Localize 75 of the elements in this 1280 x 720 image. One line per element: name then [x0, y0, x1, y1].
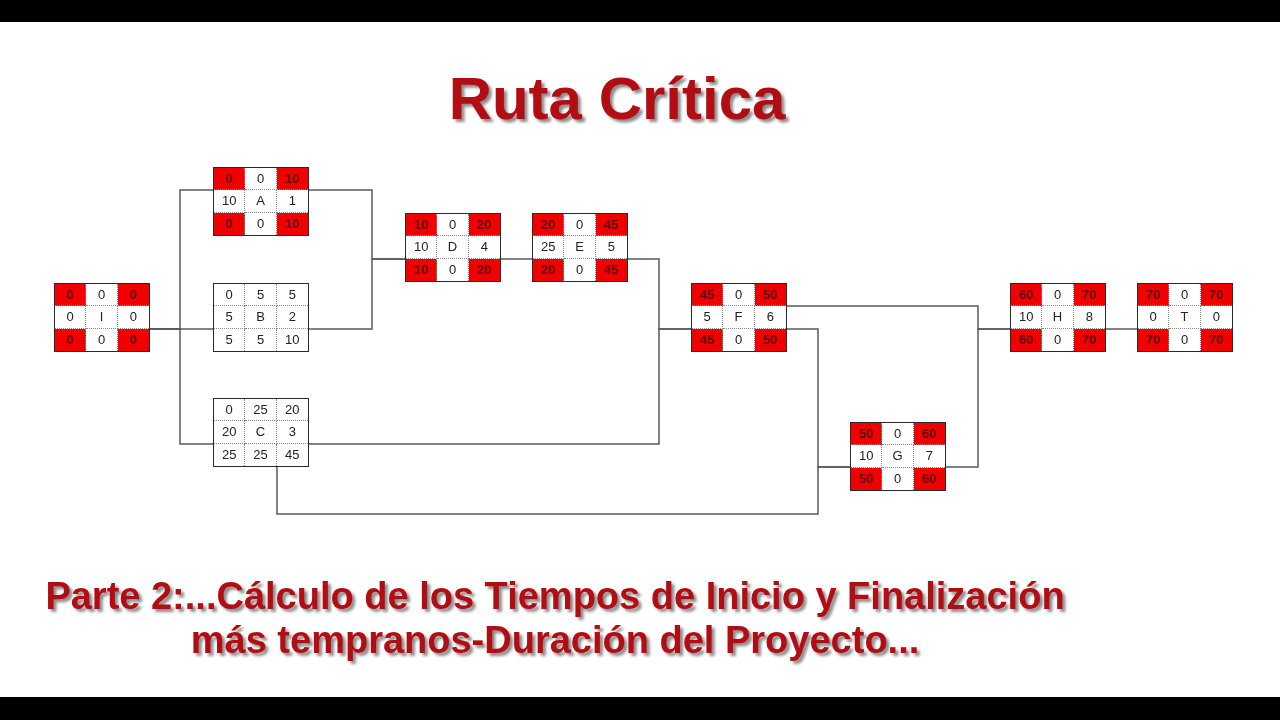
- connector-line: [149, 328, 214, 445]
- critical-time-cell: 70: [1138, 328, 1170, 351]
- critical-time-cell: 60: [913, 423, 945, 446]
- critical-time-cell: 20: [468, 214, 500, 237]
- connector-line: [500, 258, 533, 260]
- activity-box: [1137, 283, 1233, 352]
- connector-line: [1105, 328, 1138, 330]
- critical-time-cell: 0: [55, 284, 87, 307]
- time-cell: H: [1042, 306, 1074, 329]
- time-cell: 0: [564, 214, 596, 237]
- time-cell: 0: [1042, 284, 1074, 307]
- critical-time-cell: 20: [533, 214, 565, 237]
- activity-box: [213, 167, 309, 236]
- critical-time-cell: 0: [55, 328, 87, 351]
- time-cell: 0: [437, 214, 469, 237]
- time-cell: 10: [851, 445, 883, 468]
- time-cell: B: [245, 306, 277, 329]
- title-heading: Ruta Crítica: [447, 69, 787, 129]
- time-cell: F: [723, 306, 755, 329]
- time-cell: 5: [214, 306, 246, 329]
- time-cell: 0: [723, 284, 755, 307]
- time-cell: 0: [1138, 306, 1170, 329]
- time-cell: 5: [245, 284, 277, 307]
- critical-time-cell: 45: [595, 214, 627, 237]
- time-cell: G: [882, 445, 914, 468]
- time-cell: 0: [245, 168, 277, 191]
- activity-box: [850, 422, 946, 491]
- time-cell: 0: [882, 423, 914, 446]
- time-cell: 0: [214, 284, 246, 307]
- critical-time-cell: 45: [692, 328, 724, 351]
- time-cell: 20: [214, 421, 246, 444]
- critical-time-cell: 50: [851, 423, 883, 446]
- critical-time-cell: 45: [692, 284, 724, 307]
- time-cell: 0: [55, 306, 87, 329]
- time-cell: 0: [1169, 284, 1201, 307]
- activity-box: [54, 283, 150, 352]
- critical-time-cell: 60: [1011, 284, 1043, 307]
- critical-time-cell: 60: [1011, 328, 1043, 351]
- connector-line: [945, 328, 1011, 468]
- time-cell: 25: [245, 399, 277, 422]
- time-cell: 10: [406, 236, 438, 259]
- critical-time-cell: 0: [214, 212, 246, 235]
- critical-time-cell: 70: [1073, 284, 1105, 307]
- critical-time-cell: 70: [1200, 284, 1232, 307]
- time-cell: 10: [1011, 306, 1043, 329]
- activity-box: [405, 213, 501, 282]
- critical-time-cell: 70: [1138, 284, 1170, 307]
- time-cell: 0: [86, 284, 118, 307]
- critical-time-cell: 10: [406, 258, 438, 281]
- time-cell: D: [437, 236, 469, 259]
- activity-box: [213, 398, 309, 467]
- critical-time-cell: 0: [214, 168, 246, 191]
- time-cell: E: [564, 236, 596, 259]
- time-cell: T: [1169, 306, 1201, 329]
- critical-time-cell: 10: [276, 168, 308, 191]
- critical-time-cell: 0: [117, 284, 149, 307]
- critical-time-cell: 50: [851, 467, 883, 490]
- activity-box: [691, 283, 787, 352]
- time-cell: 25: [533, 236, 565, 259]
- time-cell: C: [245, 421, 277, 444]
- activity-box: [532, 213, 628, 282]
- subtitle-caption: Parte 2:...Cálculo de los Tiempos de Inicio y Finalización más tempranos-Duración del Proyecto...: [44, 574, 1066, 662]
- critical-time-cell: 50: [754, 284, 786, 307]
- connector-line: [308, 328, 692, 445]
- time-cell: 0: [214, 399, 246, 422]
- time-cell: A: [245, 190, 277, 213]
- connector-line: [308, 258, 406, 330]
- time-cell: I: [86, 306, 118, 329]
- critical-time-cell: 20: [533, 258, 565, 281]
- activity-box: [213, 283, 309, 352]
- activity-box: [1010, 283, 1106, 352]
- critical-time-cell: 10: [406, 214, 438, 237]
- time-cell: 10: [214, 190, 246, 213]
- connector-line: [276, 466, 851, 515]
- time-cell: 5: [692, 306, 724, 329]
